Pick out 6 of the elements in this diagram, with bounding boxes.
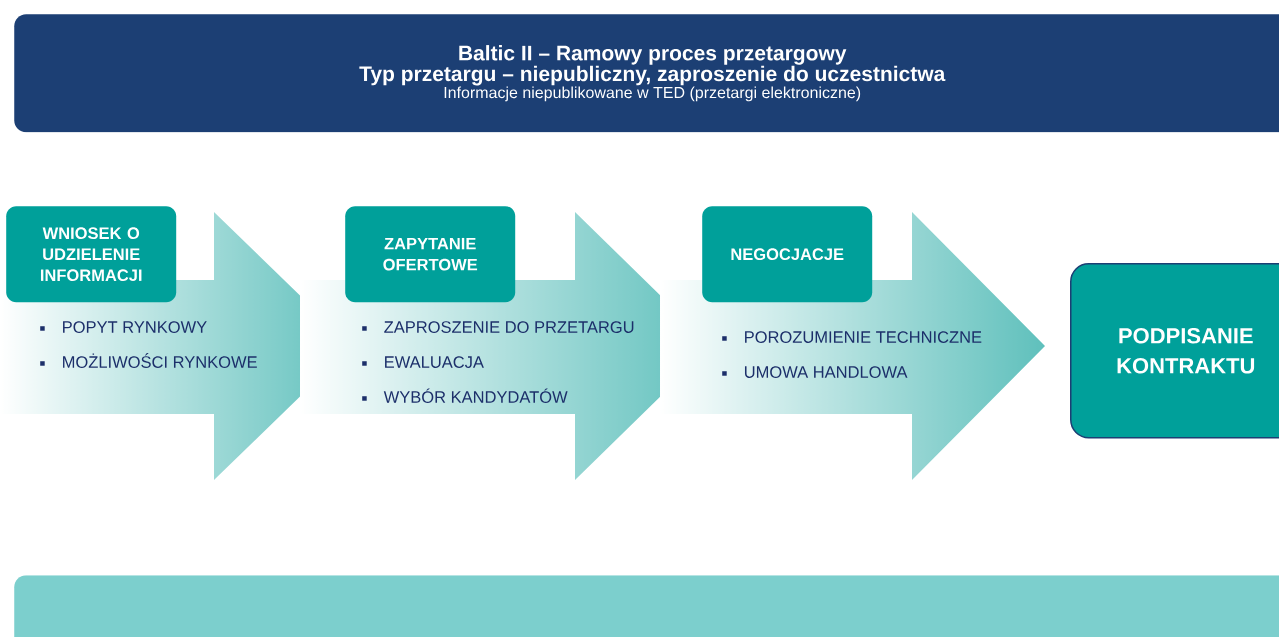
stage-box: NEGOCJACJE [702, 206, 873, 303]
outcome-box: PODPISANIE KONTRAKTU [1070, 263, 1279, 439]
footer-band [14, 575, 1279, 637]
stage-box: ZAPYTANIE OFERTOWE [345, 206, 516, 303]
header-band: Baltic II – Ramowy proces przetargowy Typ przetargu – niepubliczny, zaproszenie do uczestnictwa Informacje niepublikowane w TED (przetargi elektroniczne) [14, 14, 1279, 133]
stage-box: WNIOSEK O UDZIELENIE INFORMACJI [6, 206, 177, 303]
